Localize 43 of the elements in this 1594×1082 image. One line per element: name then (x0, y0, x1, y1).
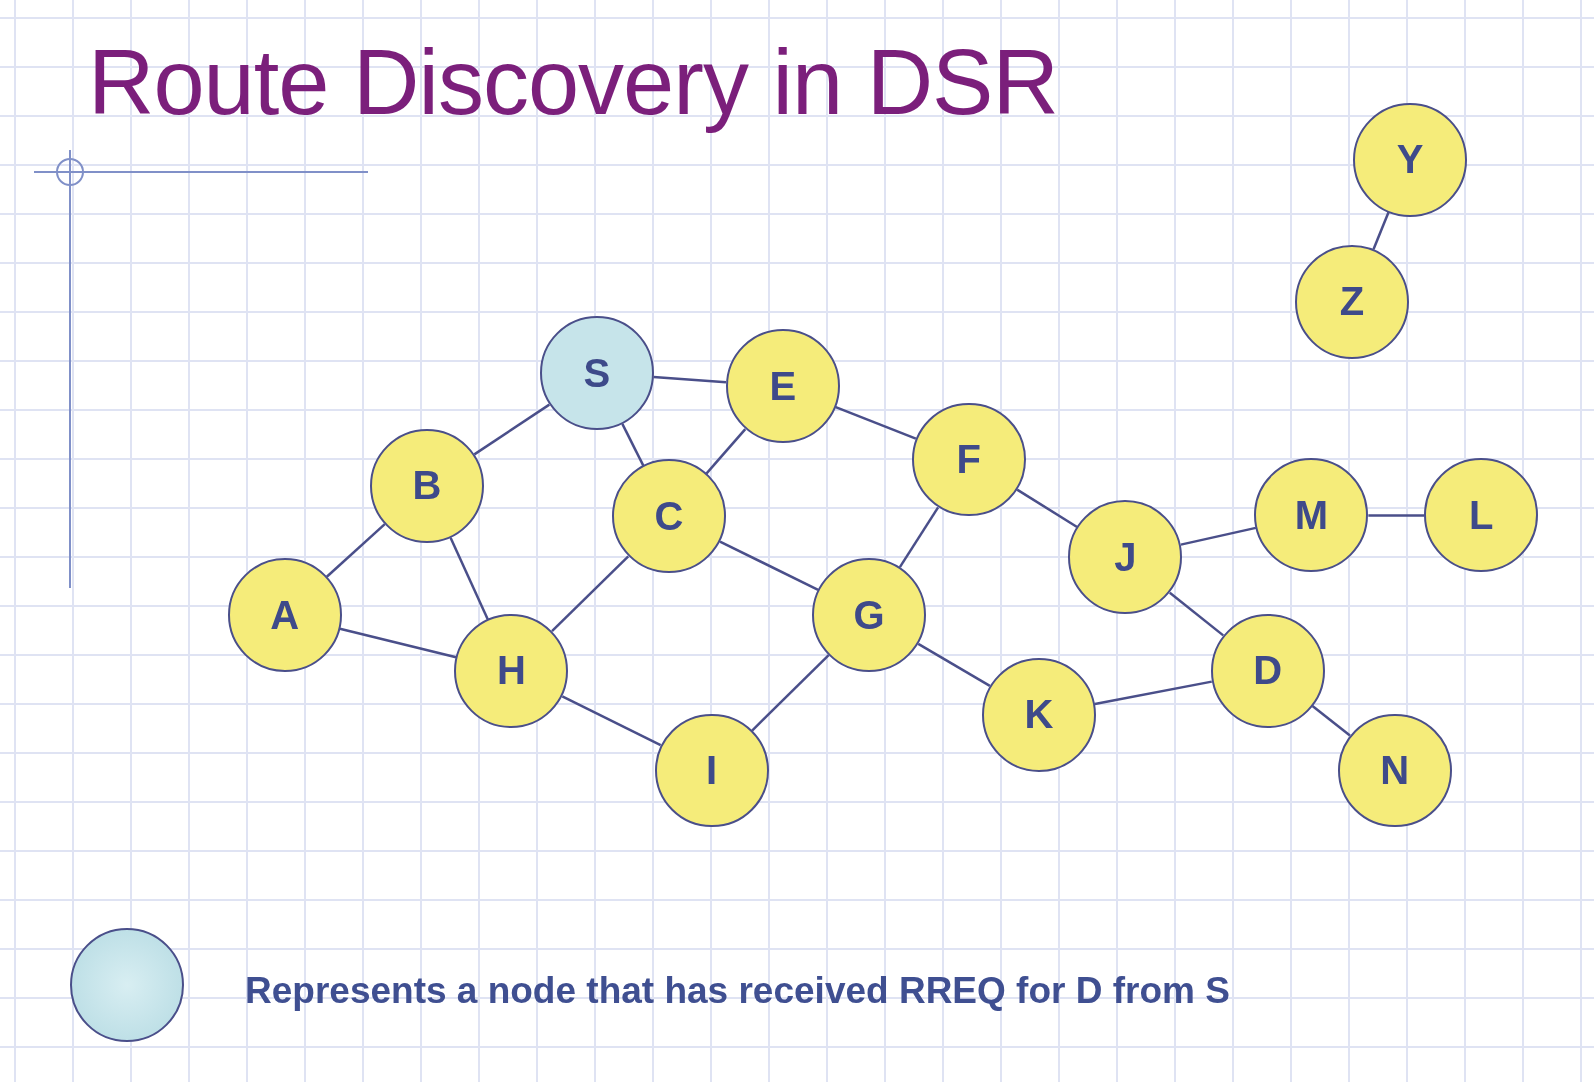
link-line (835, 405, 917, 440)
link-line (551, 555, 630, 632)
node-label: I (706, 748, 718, 794)
link-line (1169, 591, 1224, 637)
node-label: A (270, 592, 300, 638)
node-label: H (496, 648, 526, 694)
node-circle (1295, 245, 1409, 359)
link-line (917, 642, 991, 687)
node-label: M (1294, 492, 1329, 538)
link-line (1094, 680, 1212, 706)
link-line (449, 537, 489, 620)
node-label: G (853, 592, 885, 638)
node-label: E (769, 363, 797, 409)
node-label: B (412, 463, 442, 509)
node-label: N (1380, 748, 1410, 794)
legend-text: Represents a node that has received RREQ for D from S (245, 970, 1230, 1012)
link-line (325, 523, 386, 578)
node-circle (1353, 102, 1467, 217)
link-line (473, 403, 550, 456)
link-line (705, 428, 747, 475)
link-line (719, 540, 819, 591)
link-line (621, 423, 645, 467)
link-line (898, 506, 940, 568)
node-label: Y (1396, 137, 1424, 183)
node-label: Z (1339, 279, 1365, 325)
link-line (751, 654, 830, 732)
source-node-circle (539, 316, 654, 430)
link-line (339, 627, 457, 659)
node-label: S (583, 350, 611, 396)
title: Route Discovery in DSR (88, 30, 1058, 135)
link-line (1180, 526, 1257, 546)
link-line (1368, 514, 1425, 517)
link-line (1311, 705, 1351, 737)
node-label: K (1024, 692, 1054, 738)
node-label: C (654, 493, 684, 539)
node-label: D (1253, 648, 1283, 694)
node-label: J (1114, 534, 1137, 580)
node-label: F (956, 437, 981, 482)
link-line (653, 375, 727, 384)
node-label: L (1468, 492, 1494, 538)
link-line (1016, 488, 1078, 529)
link-line (1372, 211, 1390, 250)
link-line (561, 695, 662, 747)
